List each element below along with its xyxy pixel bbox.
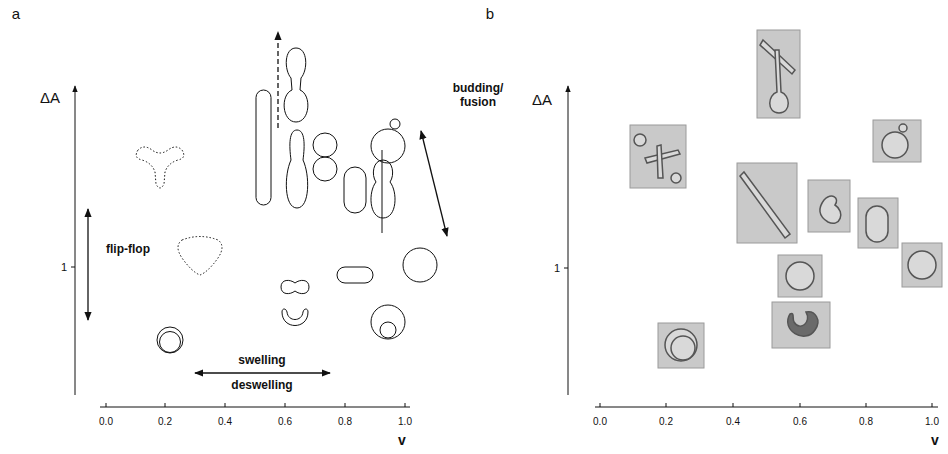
axis-title: v <box>931 432 939 448</box>
micrographs <box>757 30 800 118</box>
axes-a <box>71 86 410 407</box>
tick-label: 1.0 <box>925 416 939 428</box>
axis-title: ΔA <box>532 91 552 108</box>
micrographs <box>630 30 942 368</box>
axes-b <box>564 268 568 269</box>
axes-a <box>100 407 410 408</box>
vesicle-shapes <box>403 248 437 282</box>
process-label: swelling <box>238 354 285 368</box>
vesicle-shapes <box>344 167 366 213</box>
micrographs <box>770 50 789 113</box>
axes-b <box>568 86 569 395</box>
panel-letter: b <box>486 5 494 22</box>
vesicle-shapes <box>284 48 308 122</box>
vesicle-shapes <box>371 129 405 163</box>
axes-a <box>345 403 346 407</box>
axes-a <box>106 403 107 407</box>
vesicle-shapes <box>160 332 181 353</box>
process-label: deswelling <box>231 379 292 393</box>
axes-a <box>75 86 76 395</box>
tick-label: 1 <box>554 262 560 275</box>
micrographs <box>740 172 790 238</box>
micrographs <box>858 198 898 248</box>
micrographs <box>820 196 841 223</box>
vesicle-shapes <box>337 267 373 283</box>
vesicle-shapes <box>390 119 400 129</box>
micrographs <box>778 255 822 297</box>
micrographs <box>671 336 695 360</box>
tick-label: 1 <box>61 261 67 274</box>
vesicle-shapes <box>380 322 396 338</box>
axes-b <box>800 403 801 407</box>
tick-label: 0.6 <box>793 416 807 428</box>
vesicle-shapes <box>136 48 437 353</box>
micrographs <box>737 163 797 243</box>
tick-label: 0.2 <box>158 416 172 428</box>
vesicle-shapes <box>157 327 183 353</box>
micrographs <box>657 145 663 178</box>
vesicle-shapes <box>178 237 222 276</box>
vesicle-shapes <box>313 157 337 181</box>
process-arrows <box>421 131 447 236</box>
micrographs <box>908 251 936 279</box>
panel-letter: a <box>12 5 20 22</box>
tick-label: 0.8 <box>338 416 352 428</box>
micrographs <box>630 125 686 188</box>
micrographs <box>634 134 646 146</box>
axes-a <box>225 403 226 407</box>
micrographs <box>665 329 697 361</box>
process-label: flip-flop <box>106 243 150 257</box>
micrographs <box>786 262 814 290</box>
process-arrows <box>87 209 88 320</box>
axes-b <box>866 403 867 407</box>
vesicle-shapes <box>281 280 309 293</box>
axes-b <box>666 403 667 407</box>
axes-a <box>405 403 406 407</box>
axis-title: ΔA <box>40 89 60 106</box>
tick-label: 1.0 <box>398 416 412 428</box>
micrographs <box>772 302 830 348</box>
tick-label: 0.0 <box>99 416 113 428</box>
tick-label: 0.6 <box>278 416 292 428</box>
process-arrows <box>195 372 330 373</box>
vesicle-shapes <box>313 133 337 157</box>
micrographs <box>866 206 888 242</box>
vesicle-shapes <box>256 90 271 205</box>
micrographs <box>902 243 942 287</box>
axes-b <box>600 403 601 407</box>
axes-b <box>932 403 933 407</box>
tick-label: 0.0 <box>593 416 607 428</box>
process-arrows <box>88 32 447 373</box>
axes-b <box>733 403 734 407</box>
axis-title: v <box>398 432 406 448</box>
micrographs <box>634 40 936 361</box>
micrographs <box>671 173 681 183</box>
axes-b <box>595 407 938 408</box>
vesicle-shapes <box>371 160 395 218</box>
micrographs <box>899 124 907 132</box>
process-arrows <box>277 32 278 128</box>
vesicle-shapes <box>136 147 184 188</box>
axes-b <box>564 86 938 407</box>
axes-a <box>285 403 286 407</box>
micrographs <box>630 30 942 368</box>
vesicle-shapes <box>282 309 308 326</box>
vesicle-shapes <box>286 130 307 208</box>
micrographs <box>873 120 921 162</box>
tick-label: 0.4 <box>726 416 740 428</box>
micrographs <box>658 323 704 368</box>
vesicle-shapes <box>371 305 405 339</box>
axes-a <box>71 267 75 268</box>
process-label: budding/ fusion <box>453 82 504 110</box>
micrographs <box>882 132 908 158</box>
tick-label: 0.8 <box>859 416 873 428</box>
micrographs <box>808 180 850 232</box>
axes-a <box>165 403 166 407</box>
tick-label: 0.2 <box>659 416 673 428</box>
tick-label: 0.4 <box>218 416 232 428</box>
micrographs <box>788 312 818 336</box>
